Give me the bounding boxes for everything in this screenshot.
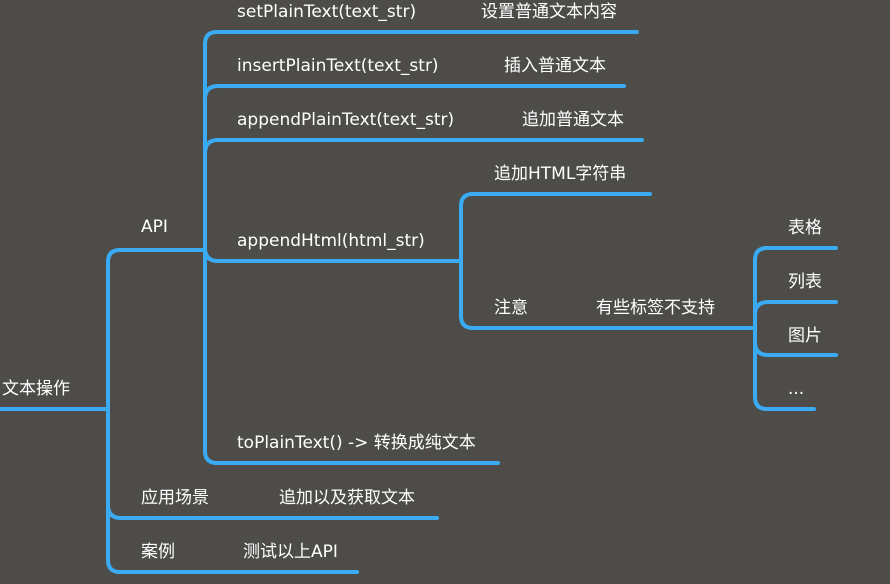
node-scenario-note: 追加以及获取文本: [279, 488, 415, 508]
edge-append-plain-text: [203, 138, 644, 155]
edge-append-html: [203, 246, 463, 263]
html-trunk: [459, 192, 475, 330]
node-example-note: 测试以上API: [243, 542, 338, 562]
node-set-plain-text: setPlainText(text_str): [237, 2, 417, 22]
node-item-list: 列表: [788, 272, 822, 292]
node-set-plain-text-note: 设置普通文本内容: [481, 2, 617, 22]
node-to-plain-text: toPlainText() -> 转换成纯文本: [237, 433, 476, 453]
branch-scenario: [106, 503, 439, 520]
edge-item-list: [753, 300, 838, 317]
items-trunk: [753, 246, 769, 411]
node-insert-plain-text: insertPlainText(text_str): [237, 56, 439, 76]
node-item-image: 图片: [788, 326, 822, 346]
node-append-plain-text-note: 追加普通文本: [522, 110, 624, 130]
node-scenario: 应用场景: [141, 488, 209, 508]
node-root: 文本操作: [2, 379, 70, 399]
node-append-plain-text: appendPlainText(text_str): [237, 110, 455, 130]
node-notice: 注意: [494, 298, 528, 318]
node-item-more: ...: [788, 379, 805, 399]
node-item-table: 表格: [788, 218, 822, 238]
edge-item-image: [753, 340, 838, 357]
node-api: API: [141, 217, 168, 237]
edge-insert-plain-text: [203, 84, 626, 101]
root-trunk: [106, 248, 122, 574]
node-insert-plain-text-note: 插入普通文本: [504, 56, 606, 76]
node-append-html: appendHtml(html_str): [237, 231, 425, 251]
node-example: 案例: [141, 542, 175, 562]
node-html-desc: 追加HTML字符串: [494, 164, 627, 184]
node-notice-note: 有些标签不支持: [596, 298, 715, 318]
